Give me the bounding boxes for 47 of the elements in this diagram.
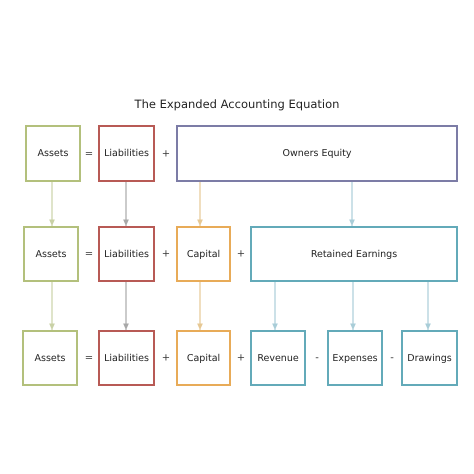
operator-sign: - [315, 352, 319, 364]
term-box [22, 330, 78, 386]
arrow [123, 282, 129, 330]
term-box [176, 330, 231, 386]
operator-sign: + [236, 248, 246, 260]
term-label: Liabilities [104, 148, 149, 159]
term-label: Capital [186, 248, 220, 260]
term-label: Drawings [407, 352, 452, 364]
arrow [49, 182, 55, 226]
arrow [425, 282, 431, 330]
title: The Expanded Accounting Equation [134, 97, 340, 111]
arrow [49, 282, 55, 330]
arrow [197, 182, 203, 226]
operator-sign: + [162, 352, 170, 364]
term-box [98, 330, 155, 386]
term-label: Expenses [332, 352, 378, 364]
term-box [23, 226, 79, 282]
term-label: Assets [38, 148, 68, 159]
arrow [123, 182, 129, 226]
term-box [25, 125, 81, 182]
arrow [272, 282, 278, 330]
term-box [98, 125, 155, 182]
term-box [98, 226, 155, 282]
term-box [250, 330, 306, 386]
operator-sign: = [84, 248, 94, 260]
term-label: Assets [34, 352, 66, 364]
term-box [176, 125, 458, 182]
operator-sign: + [162, 248, 170, 260]
operator-sign: + [236, 352, 246, 364]
arrow [350, 282, 356, 330]
term-box [176, 226, 231, 282]
arrow [197, 282, 203, 330]
operator-sign: + [162, 148, 170, 160]
arrow [349, 182, 355, 226]
term-label: Retained Earnings [310, 248, 398, 260]
term-label: Assets [36, 248, 66, 260]
operator-sign: = [84, 352, 94, 364]
term-box [401, 330, 458, 386]
term-label: Revenue [257, 352, 299, 364]
term-box [327, 330, 383, 386]
term-label: Liabilities [104, 248, 149, 260]
term-label: Liabilities [104, 352, 149, 364]
operator-sign: = [84, 148, 94, 160]
term-box [250, 226, 458, 282]
term-label: Owners Equity [282, 148, 352, 159]
term-label: Capital [186, 352, 220, 364]
operator-sign: - [390, 352, 394, 364]
